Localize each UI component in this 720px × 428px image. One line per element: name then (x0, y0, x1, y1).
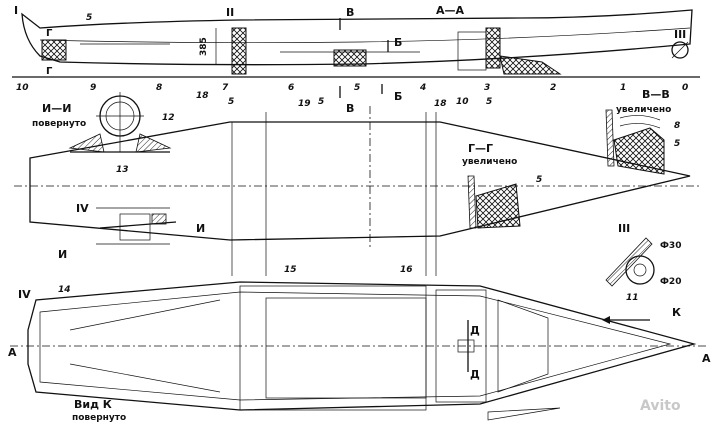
detail-ii-section (68, 92, 172, 153)
svg-text:1: 1 (620, 83, 626, 93)
svg-text:8: 8 (156, 83, 162, 93)
foam-block (499, 55, 562, 75)
section-a-label: А (8, 346, 17, 359)
view-k-caption: Вид К (74, 398, 112, 411)
part-12-label: 12 (162, 113, 175, 123)
detail-iii (605, 237, 655, 287)
section-d-label: Д (470, 324, 480, 337)
part-18-label: 18 (434, 99, 447, 109)
enlarged-caption: увеличено (616, 105, 671, 115)
section-gg-label: Г—Г (468, 142, 493, 155)
svg-text:9: 9 (90, 83, 96, 93)
svg-text:2: 2 (550, 83, 556, 93)
part-5-label: 5 (674, 139, 680, 149)
rotated-caption: повернуто (32, 119, 86, 129)
svg-text:6: 6 (288, 83, 294, 93)
section-v-label: В (346, 102, 354, 115)
enlarged-caption: увеличено (462, 157, 517, 167)
svg-text:5: 5 (354, 83, 360, 93)
part-8-label: 8 (674, 121, 680, 131)
part-18-label: 18 (196, 91, 209, 101)
part-14-label: 14 (58, 285, 71, 295)
diameter-30: Ф30 (660, 241, 681, 251)
diameter-20: Ф20 (660, 277, 681, 287)
watermark-text: Avito (640, 398, 681, 414)
part-5-label: 5 (486, 97, 492, 107)
part-5-label: 5 (536, 175, 542, 185)
view-k-rotated-caption: повернуто (72, 413, 126, 423)
station-numbers: 10 9 8 7 6 5 4 3 2 1 0 (16, 83, 688, 93)
section-ii-cut-label: И—И (42, 102, 71, 115)
svg-text:7: 7 (222, 83, 229, 93)
section-iv-label: IV (76, 202, 89, 215)
part-11-label: 11 (626, 293, 639, 303)
hull-development (14, 106, 700, 276)
foam-block (41, 39, 67, 61)
svg-text:10: 10 (16, 83, 29, 93)
plan-view (10, 281, 708, 421)
section-ii-label: II (226, 6, 234, 19)
part-13-label: 13 (116, 165, 129, 175)
section-g-label: Г (46, 66, 53, 77)
foam-block (333, 49, 367, 67)
bulkhead-foam (231, 27, 247, 75)
svg-text:4: 4 (419, 83, 426, 93)
svg-text:0: 0 (682, 83, 688, 93)
section-iv-label: IV (18, 288, 31, 301)
section-d-label: Д (470, 368, 480, 381)
cut-i-mark: И (196, 222, 205, 235)
detail-iv (96, 207, 177, 245)
part-5-label: 5 (228, 97, 234, 107)
side-view (12, 9, 700, 98)
section-a-label: А (702, 352, 711, 365)
bulkhead-foam (485, 27, 501, 69)
part-16-label: 16 (400, 265, 413, 275)
section-b-label: Б (394, 90, 402, 103)
part-19-label: 19 (298, 99, 311, 109)
part-10-label: 10 (456, 97, 469, 107)
height-dimension: 385 (199, 37, 209, 56)
section-iii-label: III (618, 222, 630, 235)
detail-vv-section (605, 109, 665, 175)
section-b-label: Б (394, 36, 402, 49)
section-v-label: В (346, 6, 354, 19)
section-i-label: I (14, 4, 18, 17)
svg-text:3: 3 (484, 83, 490, 93)
section-aa-label: А—А (436, 4, 465, 17)
part-5-label: 5 (86, 13, 92, 23)
view-k-arrow-label: К (672, 306, 681, 319)
detail-gg-section (467, 175, 521, 229)
part-15-label: 15 (284, 265, 297, 275)
section-iii-label: III (674, 28, 686, 41)
part-5-label: 5 (318, 97, 324, 107)
section-g-label: Г (46, 28, 53, 39)
section-vv-label: В—В (642, 88, 670, 101)
cut-i-mark: И (58, 248, 67, 261)
